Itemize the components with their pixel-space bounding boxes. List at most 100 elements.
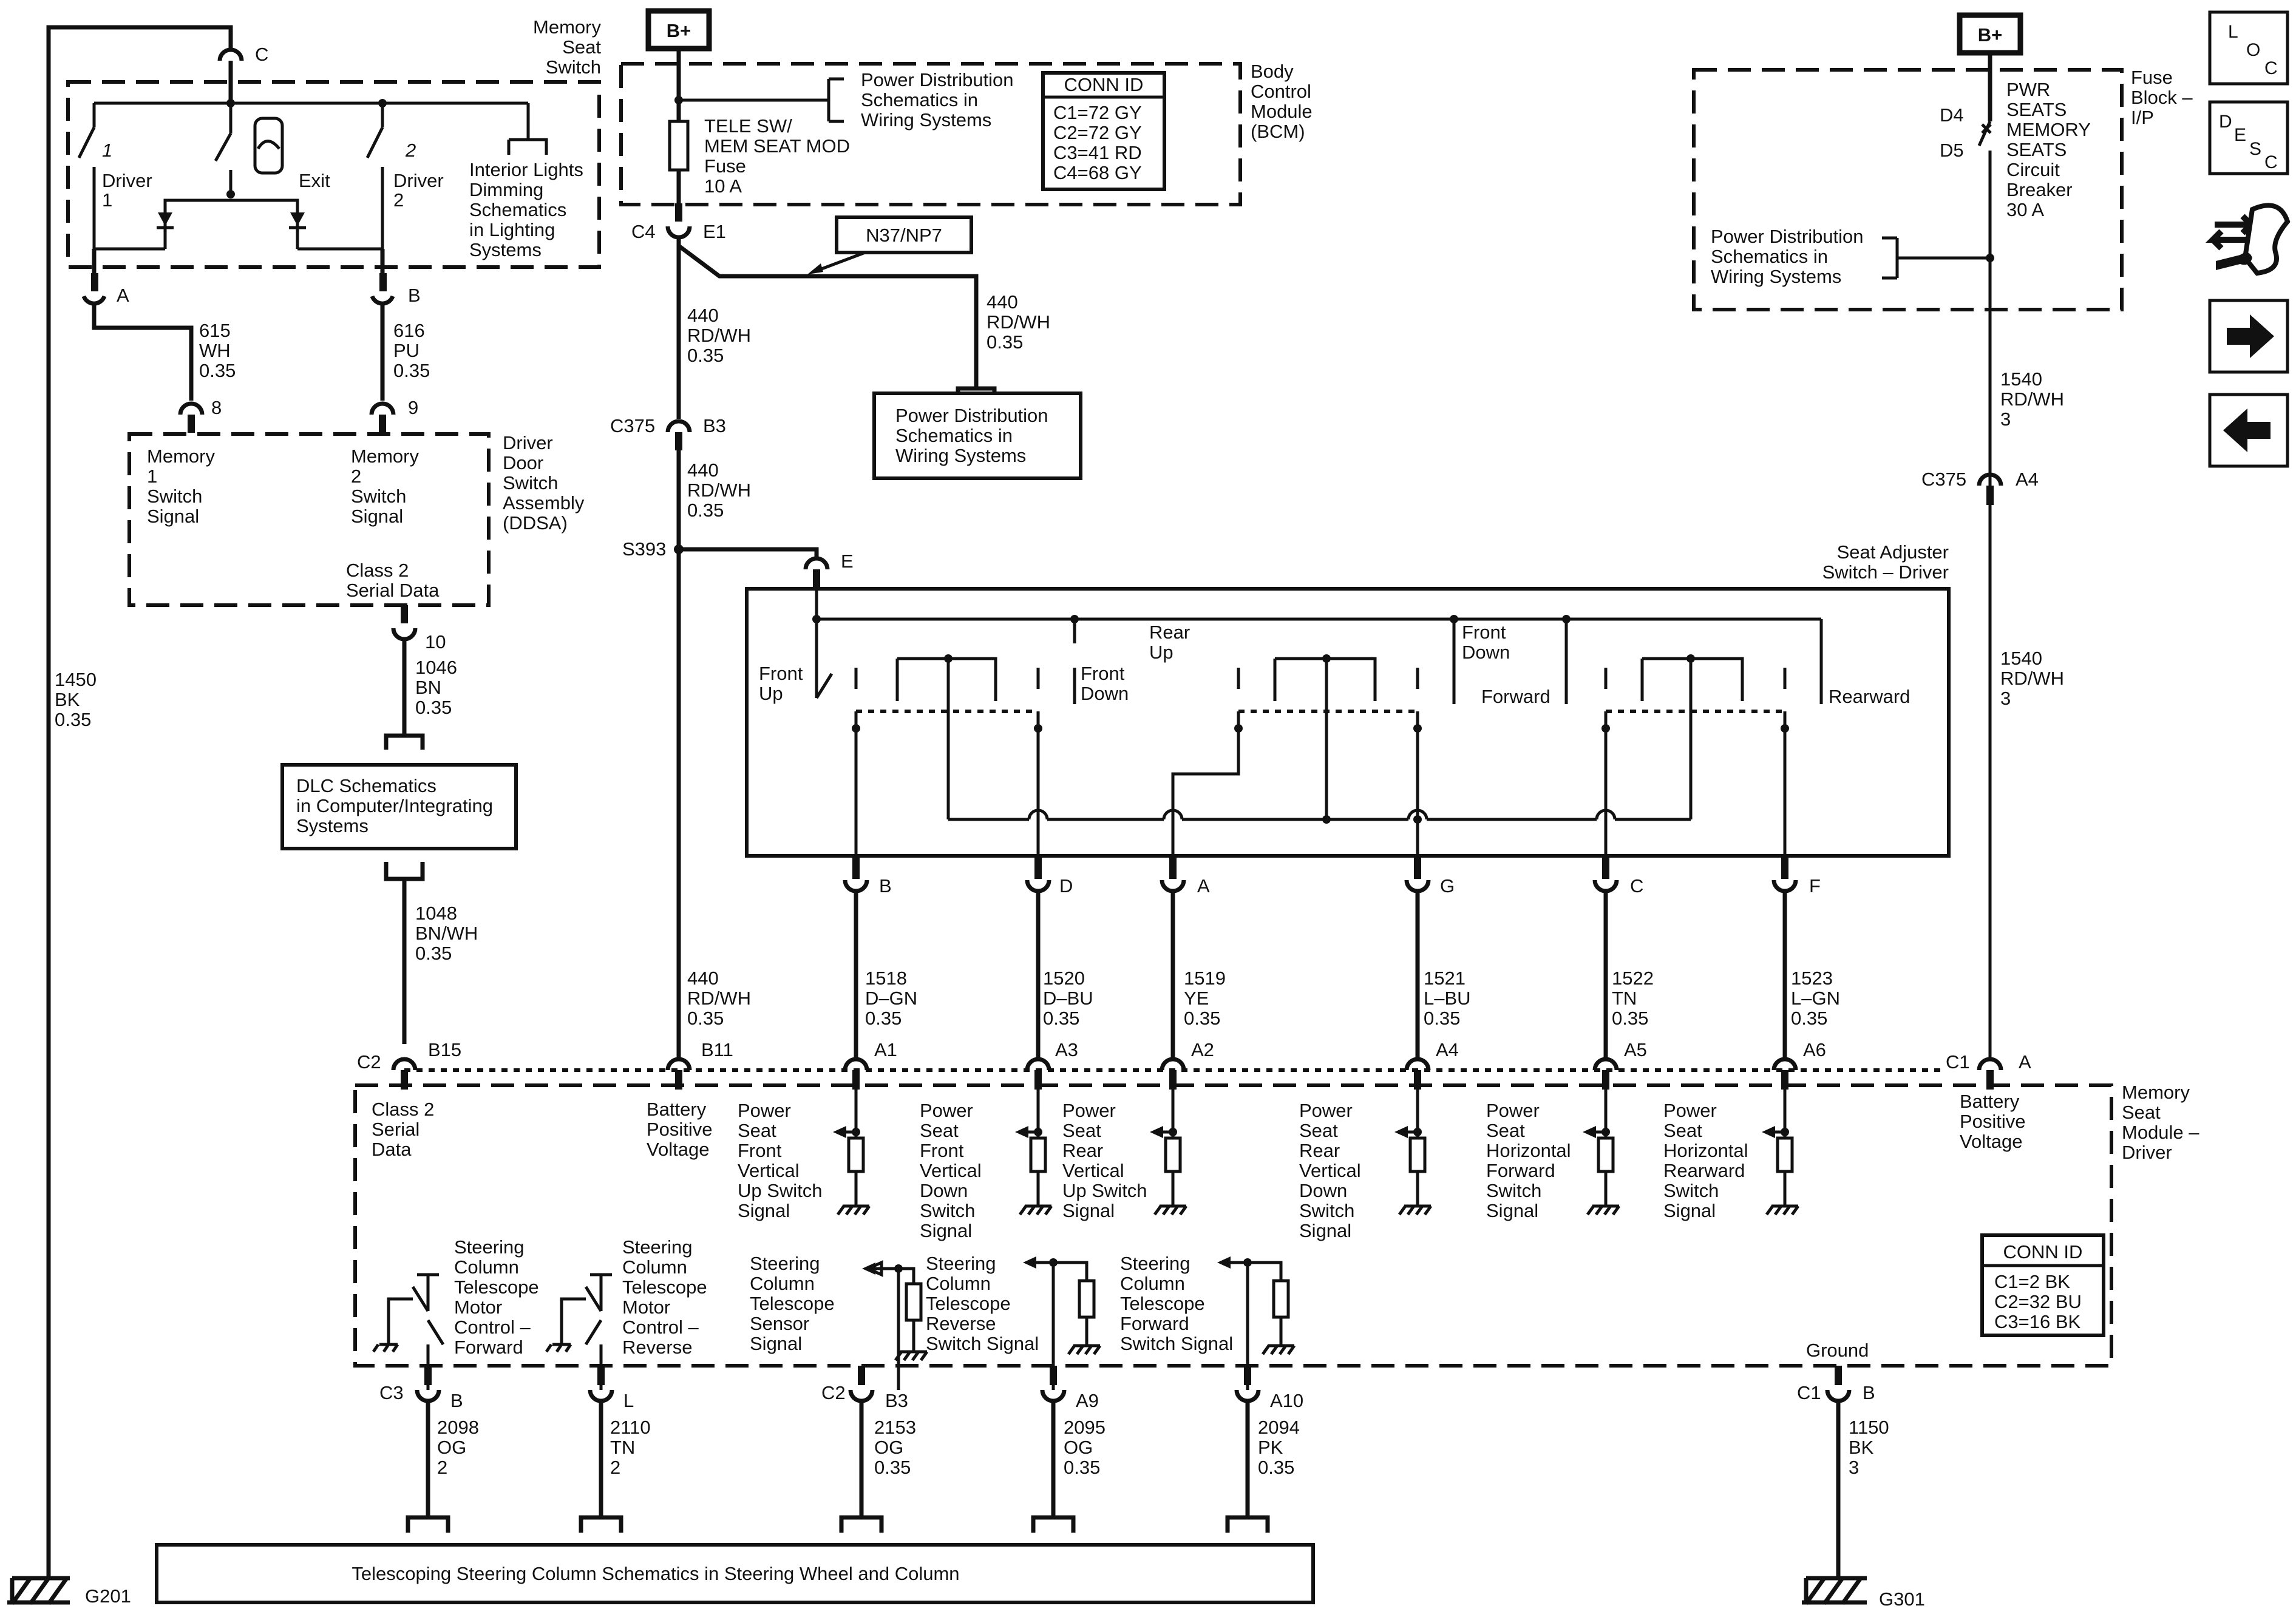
steer-rev-sw-2: Column <box>926 1273 991 1294</box>
msm-title-4: Driver <box>2122 1142 2172 1163</box>
fb-power-ref-1: Power Distribution <box>1711 226 1864 247</box>
rearward-label: Rearward <box>1829 686 1910 707</box>
fuse-label-4: 10 A <box>704 175 742 197</box>
conn-c-label: C <box>255 44 268 65</box>
car-seat-icon <box>253 117 284 175</box>
pin-a-label: A <box>117 285 129 306</box>
next-arrow-icon <box>2227 314 2274 358</box>
wire2098-num: 2098 <box>437 1417 479 1438</box>
ddsa-mem1-4: Signal <box>147 506 199 527</box>
nav-buttons: L O C D E S C <box>2205 10 2291 468</box>
wire1150-num: 1150 <box>1849 1417 1889 1438</box>
driver2-number: 2 <box>405 140 416 161</box>
signal-a2-1: Power <box>1062 1100 1116 1121</box>
memory-seat-switch: Memory Seat Switch C 1 Driver 1 Exit 2 D… <box>46 16 601 1578</box>
steer-rev-3: Telescope <box>622 1276 707 1298</box>
signal-a4-3: Rear <box>1299 1140 1340 1161</box>
fuse-d4: D4 <box>1940 104 1964 126</box>
breaker-5: Circuit <box>2006 159 2060 180</box>
loc-button[interactable]: L O C <box>2208 10 2289 86</box>
ddsa-mem2-3: Switch <box>351 486 406 507</box>
msm-connid-row1: C1=2 BK <box>1994 1271 2070 1292</box>
msm-battery2-1: Battery <box>1960 1091 2020 1112</box>
c375-b3: B3 <box>703 415 726 436</box>
steer-fwd-sw-1: Steering <box>1120 1253 1190 1274</box>
memory-switch-title-1: Memory <box>533 16 601 38</box>
wire1522-gauge: 0.35 <box>1612 1008 1648 1029</box>
signal-input-a5: Power Seat Horizontal Forward Switch Sig… <box>1486 1090 1619 1221</box>
pin9-label: 9 <box>408 397 418 418</box>
front-down-1: Front <box>1081 663 1125 684</box>
steer-fwd-6: Forward <box>454 1337 523 1358</box>
breaker-1: PWR <box>2006 79 2050 100</box>
output-wire-c: C 1522 TN 0.35 <box>1592 856 1654 1059</box>
back-arrow-icon <box>2223 408 2271 452</box>
signal-a5-1: Power <box>1486 1100 1540 1121</box>
pin10-label: 10 <box>425 631 446 653</box>
driver2-num-label: 2 <box>393 189 404 211</box>
signal-a2-4: Vertical <box>1062 1160 1124 1181</box>
steer-rev-sw-4: Reverse <box>926 1313 996 1334</box>
steer-sensor-2: Column <box>750 1273 815 1294</box>
signal-input-a2: Power Seat Rear Vertical Up Switch Signa… <box>1062 1090 1186 1221</box>
breaker-3: MEMORY <box>2006 119 2091 140</box>
msm-battery2-2: Positive <box>1960 1111 2026 1132</box>
connector-wrench-icon[interactable] <box>2205 203 2291 276</box>
steer-rev-1: Steering <box>622 1236 692 1258</box>
driver1-num-label: 1 <box>102 189 112 211</box>
msm-a4: A4 <box>1436 1039 1459 1060</box>
signal-a5-4: Forward <box>1486 1160 1555 1181</box>
steer-rev-sw-3: Telescope <box>926 1293 1011 1314</box>
signal-input-a4: Power Seat Rear Vertical Down Switch Sig… <box>1299 1090 1431 1241</box>
signal-a3-5: Down <box>920 1180 968 1201</box>
back-arrow-button[interactable] <box>2208 393 2289 468</box>
pin-a-out: A <box>1197 875 1210 897</box>
bcm-connid-title: CONN ID <box>1064 74 1144 95</box>
wire1540b-gauge: 3 <box>2000 688 2011 709</box>
rear-down-1: Front <box>1462 622 1506 643</box>
dlc-ref-3: Systems <box>296 815 369 836</box>
wire1520-gauge: 0.35 <box>1043 1008 1079 1029</box>
wire440d-gauge: 0.35 <box>687 1008 724 1029</box>
wire1540a-color: RD/WH <box>2000 388 2064 410</box>
pin-d-out: D <box>1059 875 1073 897</box>
signal-a5-2: Seat <box>1486 1120 1525 1141</box>
next-arrow-button[interactable] <box>2208 299 2289 374</box>
bcm-power-ref-1: Power Distribution <box>861 69 1014 90</box>
steer-motor-forward: Steering Column Telescope Motor Control … <box>372 1236 539 1390</box>
msm-battery-1: Battery <box>647 1099 707 1120</box>
front-up-2: Up <box>759 683 783 704</box>
bcm-title-3: Module <box>1251 101 1313 122</box>
ddsa-title-2: Door <box>503 452 543 473</box>
desc-button[interactable]: D E S C <box>2208 100 2289 175</box>
seat-switch-title-1: Seat Adjuster <box>1837 541 1949 563</box>
wire2098-gauge: 2 <box>437 1457 447 1478</box>
steer-reverse-switch-signal: Steering Column Telescope Reverse Switch… <box>926 1253 1100 1390</box>
ddsa-title-3: Switch <box>503 472 558 493</box>
msm-connid-row3: C3=16 BK <box>1994 1311 2081 1332</box>
breaker-4: SEATS <box>2006 139 2067 160</box>
bottom-pin-b: B <box>450 1390 463 1411</box>
msm-battery2-3: Voltage <box>1960 1131 2022 1152</box>
g301-label: G301 <box>1879 1588 1925 1610</box>
signal-a4-6: Switch <box>1299 1200 1354 1221</box>
s393-label: S393 <box>622 538 666 560</box>
ddsa-mem1-3: Switch <box>147 486 202 507</box>
wire1046-gauge: 0.35 <box>415 697 452 718</box>
wire1518-gauge: 0.35 <box>865 1008 902 1029</box>
loc-letter-c: C <box>2264 58 2278 78</box>
wire2110-color: TN <box>610 1437 635 1458</box>
wire2098-color: OG <box>437 1437 466 1458</box>
steer-fwd-sw-2: Column <box>1120 1273 1185 1294</box>
msm-a5: A5 <box>1624 1039 1647 1060</box>
msm-ground-label: Ground <box>1806 1340 1869 1361</box>
msm-connid-title: CONN ID <box>2003 1241 2083 1263</box>
output-wire-d: D 1520 D–BU 0.35 <box>1025 856 1093 1059</box>
ddsa-mem2-2: 2 <box>351 466 361 487</box>
wire1540b-color: RD/WH <box>2000 668 2064 689</box>
wire2095-gauge: 0.35 <box>1064 1457 1100 1478</box>
signal-a2-6: Signal <box>1062 1200 1115 1221</box>
wire616-color: PU <box>393 340 419 361</box>
steer-fwd-3: Telescope <box>454 1276 539 1298</box>
ddsa-mem1-1: Memory <box>147 446 215 467</box>
